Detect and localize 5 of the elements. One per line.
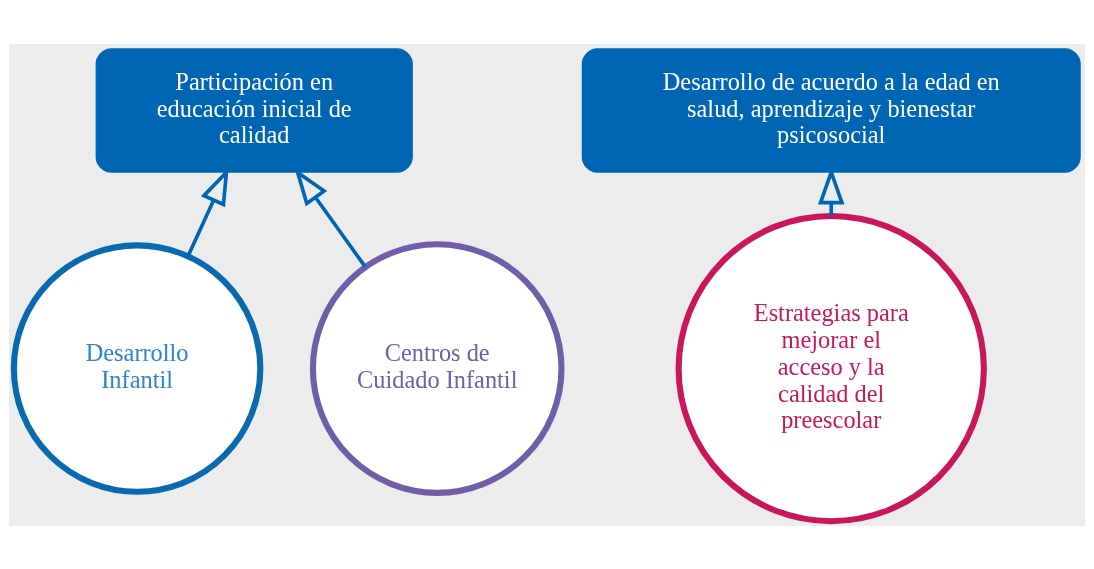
node-box: Desarrollo de acuerdo a la edad en salud, aprendizaje y bienestar psicosocial xyxy=(581,47,1081,173)
node-box: Participación en educación inicial de calidad xyxy=(95,47,413,173)
node-circle: Centros de Cuidado Infantil xyxy=(309,240,565,496)
node-circle: Estrategias para mejorar el acceso y la calidad del preescolar xyxy=(675,212,987,524)
node-circle: Desarrollo Infantil xyxy=(10,241,264,495)
